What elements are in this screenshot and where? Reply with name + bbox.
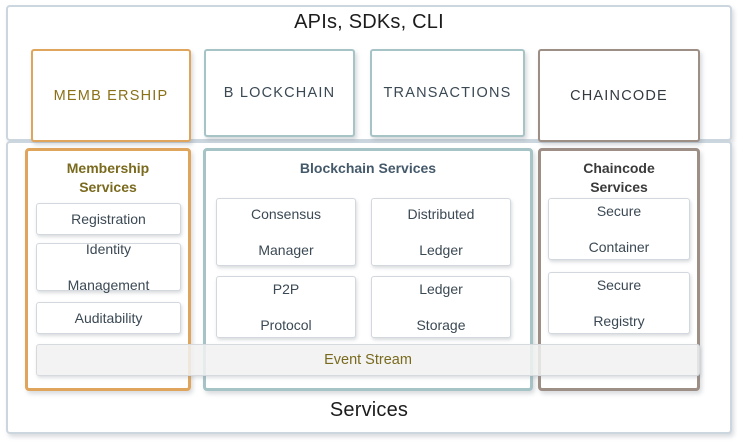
services-layer-title: Services — [329, 399, 409, 421]
event-stream-bar[interactable]: Event Stream — [36, 344, 700, 376]
service-label-line-1: Secure — [596, 277, 642, 293]
interface-label-transactions: TRANSACTIONS — [383, 85, 512, 101]
service-label-secure-registry: Secure Registry — [593, 276, 644, 330]
api-layer-title: APIs, SDKs, CLI — [294, 11, 444, 33]
service-label-registration: Registration — [71, 211, 146, 227]
service-label-line-1: Distributed — [407, 206, 475, 222]
service-label-secure-container: Secure Container — [589, 202, 650, 256]
service-label-line-2: Registry — [593, 313, 645, 329]
service-label-consensus-manager: Consensus Manager — [251, 205, 321, 259]
interface-label-chaincode: CHAINCODE — [570, 87, 668, 104]
panel-title-line-1: Chaincode — [583, 160, 655, 176]
service-label-line-1: Secure — [596, 203, 642, 219]
interface-label-membership: MEMB ERSHIP — [53, 87, 169, 104]
service-box-auditability[interactable]: Auditability — [36, 302, 181, 334]
service-label-line-2: Management — [67, 277, 150, 293]
interface-box-membership[interactable]: MEMB ERSHIP — [31, 49, 191, 142]
service-box-secure-container[interactable]: Secure Container — [548, 198, 690, 260]
service-label-line-1: Consensus — [250, 206, 322, 222]
service-box-ledger-storage[interactable]: Ledger Storage — [371, 276, 511, 338]
service-label-line-2: Manager — [258, 242, 314, 258]
interface-box-chaincode[interactable]: CHAINCODE — [538, 49, 700, 142]
service-box-consensus-manager[interactable]: Consensus Manager — [216, 198, 356, 266]
service-label-distributed-ledger: Distributed Ledger — [408, 205, 475, 259]
panel-title-line-1: Membership — [66, 160, 150, 176]
interface-label-blockchain: B LOCKCHAIN — [223, 85, 336, 101]
service-box-identity-management[interactable]: Identity Management — [36, 240, 181, 294]
service-box-distributed-ledger[interactable]: Distributed Ledger — [371, 198, 511, 266]
panel-title-blockchain-services: Blockchain Services — [299, 160, 437, 176]
service-box-registration[interactable]: Registration — [36, 203, 181, 235]
service-label-line-2: Storage — [416, 317, 466, 333]
service-box-secure-registry[interactable]: Secure Registry — [548, 272, 690, 334]
panel-title-line-2: Services — [590, 179, 648, 195]
interface-box-transactions[interactable]: TRANSACTIONS — [370, 49, 525, 137]
service-label-line-2: Protocol — [260, 317, 312, 333]
service-label-ledger-storage: Ledger Storage — [416, 280, 465, 334]
panel-title-chaincode-services: Chaincode Services — [541, 159, 697, 197]
service-label-auditability: Auditability — [74, 310, 143, 326]
service-label-identity-management: Identity Management — [68, 240, 150, 294]
panel-title-line-2: Services — [79, 179, 137, 195]
service-box-p2p-protocol[interactable]: P2P Protocol — [216, 276, 356, 338]
service-label-line-2: Ledger — [419, 242, 463, 258]
service-label-line-2: Container — [588, 239, 650, 255]
panel-title-membership-services: Membership Services — [28, 159, 188, 197]
interface-box-blockchain[interactable]: B LOCKCHAIN — [204, 49, 355, 137]
service-label-line-1: P2P — [272, 281, 300, 297]
service-label-p2p-protocol: P2P Protocol — [260, 280, 311, 334]
service-label-line-1: Ledger — [419, 281, 463, 297]
service-label-line-1: Identity — [85, 241, 132, 257]
event-stream-label: Event Stream — [324, 352, 412, 368]
